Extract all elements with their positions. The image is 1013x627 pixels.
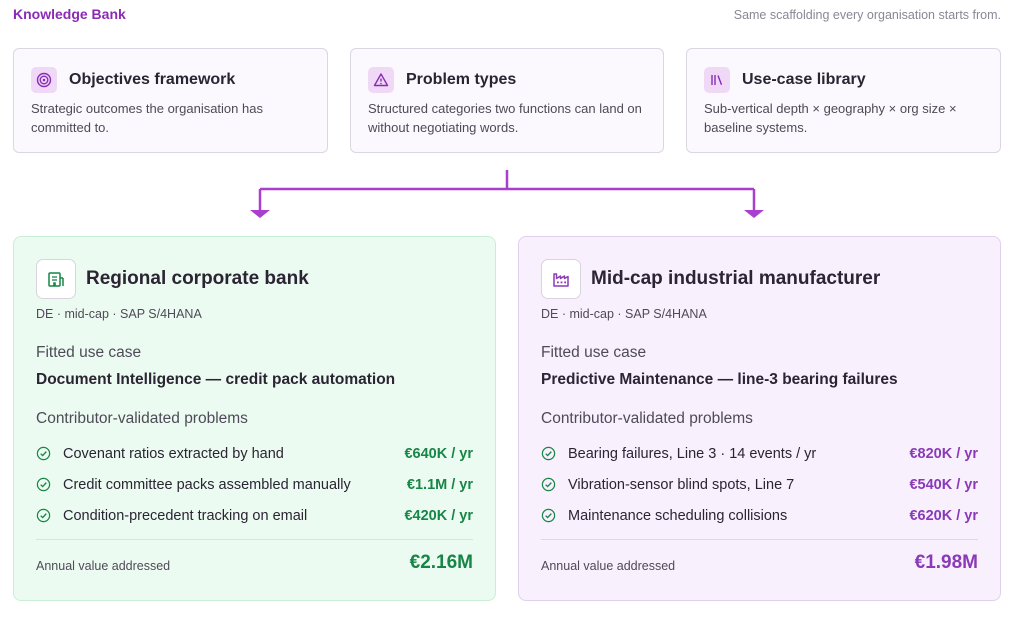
problem-row: Bearing failures, Line 3 · 14 events / y… [541, 438, 978, 469]
check-circle-icon [541, 446, 556, 461]
fitted-use-case: Predictive Maintenance — line-3 bearing … [541, 371, 898, 388]
problem-text: Maintenance scheduling collisions [568, 507, 788, 524]
check-circle-icon [541, 508, 556, 523]
kb-card-title: Objectives framework [69, 71, 236, 88]
problem-value: €620K / yr [909, 507, 978, 524]
kb-card-description: Sub-vertical depth × geography × org siz… [704, 101, 957, 135]
org-name: Mid-cap industrial manufacturer [591, 268, 881, 289]
org-meta: DE · mid-cap · SAP S/4HANA [541, 307, 707, 321]
branch-connector [250, 170, 764, 218]
factory-icon [541, 259, 581, 299]
fitted-use-case-label: Fitted use case [541, 344, 647, 361]
page-title: Knowledge Bank [13, 6, 126, 22]
problem-text: Credit committee packs assembled manuall… [63, 476, 351, 493]
problem-value: €640K / yr [404, 445, 473, 462]
problem-row: Covenant ratios extracted by hand €640K … [36, 438, 473, 469]
kb-card-use-case-library[interactable]: Use-case library Sub-vertical depth × ge… [686, 48, 1001, 153]
arrow-down-icon [744, 210, 764, 218]
warning-triangle-icon [368, 67, 394, 93]
library-icon [704, 67, 730, 93]
problems-label: Contributor-validated problems [541, 410, 753, 427]
kb-card-description: Strategic outcomes the organisation has … [31, 101, 263, 135]
bank-building-icon [36, 259, 76, 299]
problem-value: €820K / yr [909, 445, 978, 462]
fit-card-bank[interactable]: Regional corporate bank DE · mid-cap · S… [13, 236, 496, 601]
problem-text: Vibration-sensor blind spots, Line 7 [568, 476, 795, 493]
problem-row: Condition-precedent tracking on email €4… [36, 500, 473, 531]
problem-text: Covenant ratios extracted by hand [63, 445, 284, 462]
org-name: Regional corporate bank [86, 268, 309, 289]
check-circle-icon [541, 477, 556, 492]
kb-card-description: Structured categories two functions can … [368, 101, 642, 135]
fitted-use-case: Document Intelligence — credit pack auto… [36, 371, 396, 388]
divider [36, 539, 473, 540]
divider [541, 539, 978, 540]
annual-value-label: Annual value addressed [36, 559, 171, 573]
problem-value: €540K / yr [909, 476, 978, 493]
check-circle-icon [36, 446, 51, 461]
kb-card-problem-types[interactable]: Problem types Structured categories two … [350, 48, 664, 153]
page-subtitle: Same scaffolding every organisation star… [733, 8, 1001, 22]
org-meta: DE · mid-cap · SAP S/4HANA [36, 307, 202, 321]
problem-text: Condition-precedent tracking on email [63, 507, 308, 524]
problem-row: Vibration-sensor blind spots, Line 7 €54… [541, 469, 978, 500]
annual-value: €1.98M [914, 552, 978, 573]
problem-row: Credit committee packs assembled manuall… [36, 469, 473, 500]
check-circle-icon [36, 508, 51, 523]
kb-card-title: Use-case library [742, 71, 866, 88]
problem-row: Maintenance scheduling collisions €620K … [541, 500, 978, 531]
problem-value: €420K / yr [404, 507, 473, 524]
problem-text: Bearing failures, Line 3 · 14 events / y… [568, 445, 817, 462]
fitted-use-case-label: Fitted use case [36, 344, 142, 361]
kb-card-objectives[interactable]: Objectives framework Strategic outcomes … [13, 48, 328, 153]
kb-card-title: Problem types [406, 71, 517, 88]
check-circle-icon [36, 477, 51, 492]
annual-value: €2.16M [409, 552, 473, 573]
arrow-down-icon [250, 210, 270, 218]
annual-value-label: Annual value addressed [541, 559, 676, 573]
problem-list: Covenant ratios extracted by hand €640K … [36, 438, 473, 531]
fit-card-manufacturer[interactable]: Mid-cap industrial manufacturer DE · mid… [518, 236, 1001, 601]
problems-label: Contributor-validated problems [36, 410, 248, 427]
problem-value: €1.1M / yr [406, 476, 473, 493]
target-icon [31, 67, 57, 93]
problem-list: Bearing failures, Line 3 · 14 events / y… [541, 438, 978, 531]
